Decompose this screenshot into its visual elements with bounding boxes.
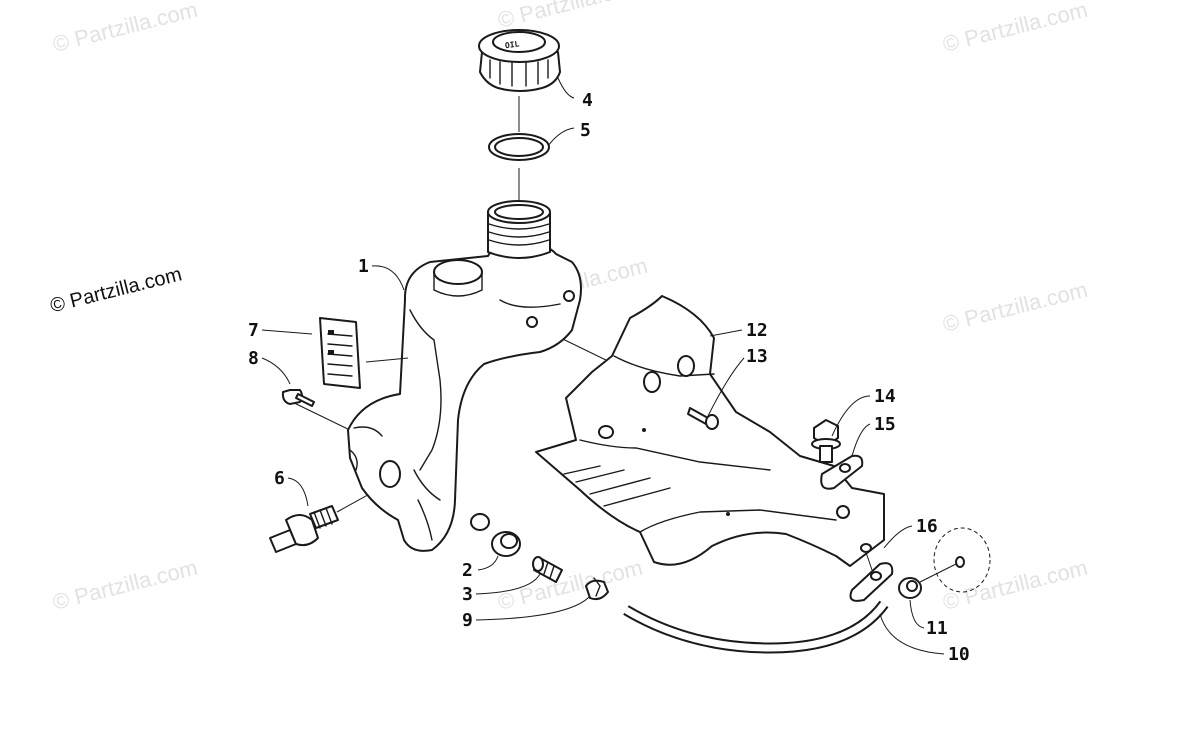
- callout-10: 10: [948, 644, 970, 665]
- callout-11: 11: [926, 618, 948, 639]
- callout-9: 9: [462, 610, 473, 631]
- watermark: © Partzilla.com: [940, 0, 1090, 57]
- skid-plate-bracket: [535, 295, 885, 567]
- callout-6: 6: [274, 468, 285, 489]
- grommet-2: [491, 531, 521, 557]
- callout-numbers: 4 5 1 7 8 6 2 3 9 12 13 14 15 16 11 10: [248, 90, 970, 665]
- callout-12: 12: [746, 320, 768, 341]
- watermark: © Partzilla.com: [50, 0, 200, 57]
- callout-5: 5: [580, 120, 591, 141]
- callout-2: 2: [462, 560, 473, 581]
- oil-tank: [347, 200, 582, 552]
- warning-decal: [319, 317, 361, 389]
- callout-leaders: [261, 77, 945, 655]
- grommet-11: [898, 577, 922, 599]
- watermark: © Partzilla.com: [495, 0, 645, 33]
- callout-16: 16: [916, 516, 938, 537]
- watermark: © Partzilla.com: [50, 555, 200, 615]
- callout-1: 1: [358, 256, 369, 277]
- callout-3: 3: [462, 584, 473, 605]
- o-ring-gasket: [488, 133, 550, 161]
- screw-8: [281, 389, 315, 407]
- drain-valve: [269, 505, 339, 553]
- fuel-cap: OIL: [478, 29, 561, 92]
- hose-clamp: [585, 577, 609, 601]
- screw-13: [687, 407, 719, 430]
- callout-8: 8: [248, 348, 259, 369]
- watermark: © Partzilla.com: [495, 555, 645, 615]
- svg-text:OIL: OIL: [504, 39, 520, 50]
- callout-14: 14: [874, 386, 896, 407]
- callout-4: 4: [582, 90, 593, 111]
- retainer-plate: [849, 527, 991, 602]
- flange-bolt: [811, 419, 841, 463]
- callout-7: 7: [248, 320, 259, 341]
- watermark: © Partzilla.com: [940, 277, 1090, 337]
- mounting-clip: [820, 454, 864, 490]
- hose-fitting: [532, 556, 563, 583]
- callout-13: 13: [746, 346, 768, 367]
- oil-hose: [623, 600, 889, 654]
- callout-15: 15: [874, 414, 896, 435]
